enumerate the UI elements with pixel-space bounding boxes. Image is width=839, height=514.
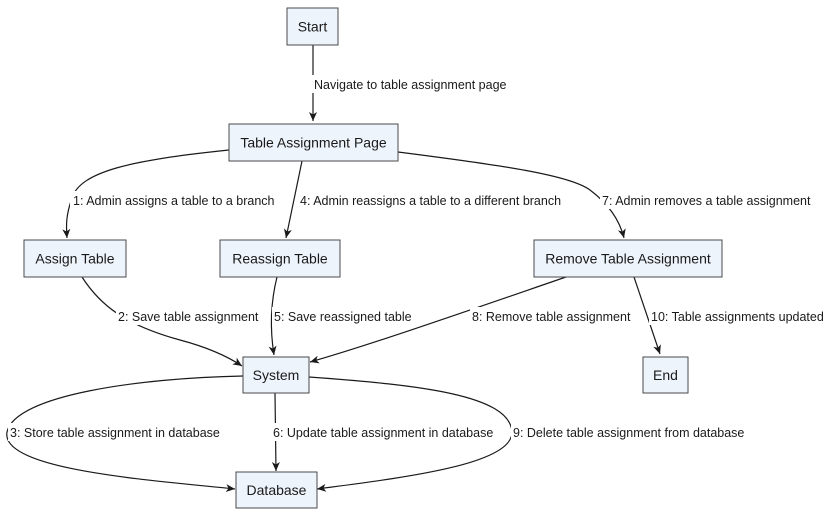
edge-reassign: [283, 160, 303, 239]
node-end[interactable]: End: [642, 356, 689, 394]
node-table-assignment-page[interactable]: Table Assignment Page: [228, 123, 399, 162]
edge-label-table-updated: 10: Table assignments updated: [651, 310, 824, 324]
node-database[interactable]: Database: [235, 471, 318, 509]
node-remove-table-assignment[interactable]: Remove Table Assignment: [533, 239, 723, 278]
edge-remove-assignment: [309, 276, 567, 364]
node-reassign-table[interactable]: Reassign Table: [219, 239, 341, 278]
edge-label-delete: 9: Delete table assignment from database: [513, 426, 744, 440]
edge-label-save-reassigned: 5: Save reassigned table: [274, 310, 412, 324]
node-remove-table-assignment-label: Remove Table Assignment: [545, 251, 711, 267]
edge-label-navigate: Navigate to table assignment page: [314, 78, 507, 92]
edge-save-assignment: [81, 276, 243, 367]
edge-assign: [62, 149, 230, 239]
node-reassign-table-label: Reassign Table: [232, 251, 328, 267]
edge-store: [6, 375, 244, 493]
node-end-label: End: [653, 367, 678, 383]
node-table-assignment-page-label: Table Assignment Page: [240, 135, 387, 151]
edge-label-store: 3: Store table assignment in database: [10, 426, 220, 440]
node-system[interactable]: System: [242, 356, 310, 394]
edges: [6, 45, 661, 493]
node-assign-table-label: Assign Table: [35, 251, 114, 267]
edge-label-save-assignment: 2: Save table assignment: [118, 310, 259, 324]
edge-label-remove-assignment: 8: Remove table assignment: [472, 310, 631, 324]
node-system-label: System: [253, 367, 300, 383]
node-database-label: Database: [247, 482, 307, 498]
edge-labels: Navigate to table assignment page 1: Adm…: [8, 75, 835, 441]
edge-label-assign: 1: Admin assigns a table to a branch: [73, 194, 275, 208]
edge-label-remove: 7: Admin removes a table assignment: [602, 194, 811, 208]
nodes: Start Table Assignment Page Assign Table…: [23, 7, 723, 509]
edge-label-reassign: 4: Admin reassigns a table to a differen…: [300, 194, 561, 208]
edge-remove: [397, 151, 626, 239]
edge-label-update: 6: Update table assignment in database: [273, 426, 493, 440]
node-assign-table[interactable]: Assign Table: [23, 239, 127, 278]
node-start[interactable]: Start: [286, 7, 339, 46]
edge-table-updated: [633, 276, 661, 355]
node-start-label: Start: [298, 19, 328, 35]
edge-save-reassigned: [268, 276, 278, 356]
